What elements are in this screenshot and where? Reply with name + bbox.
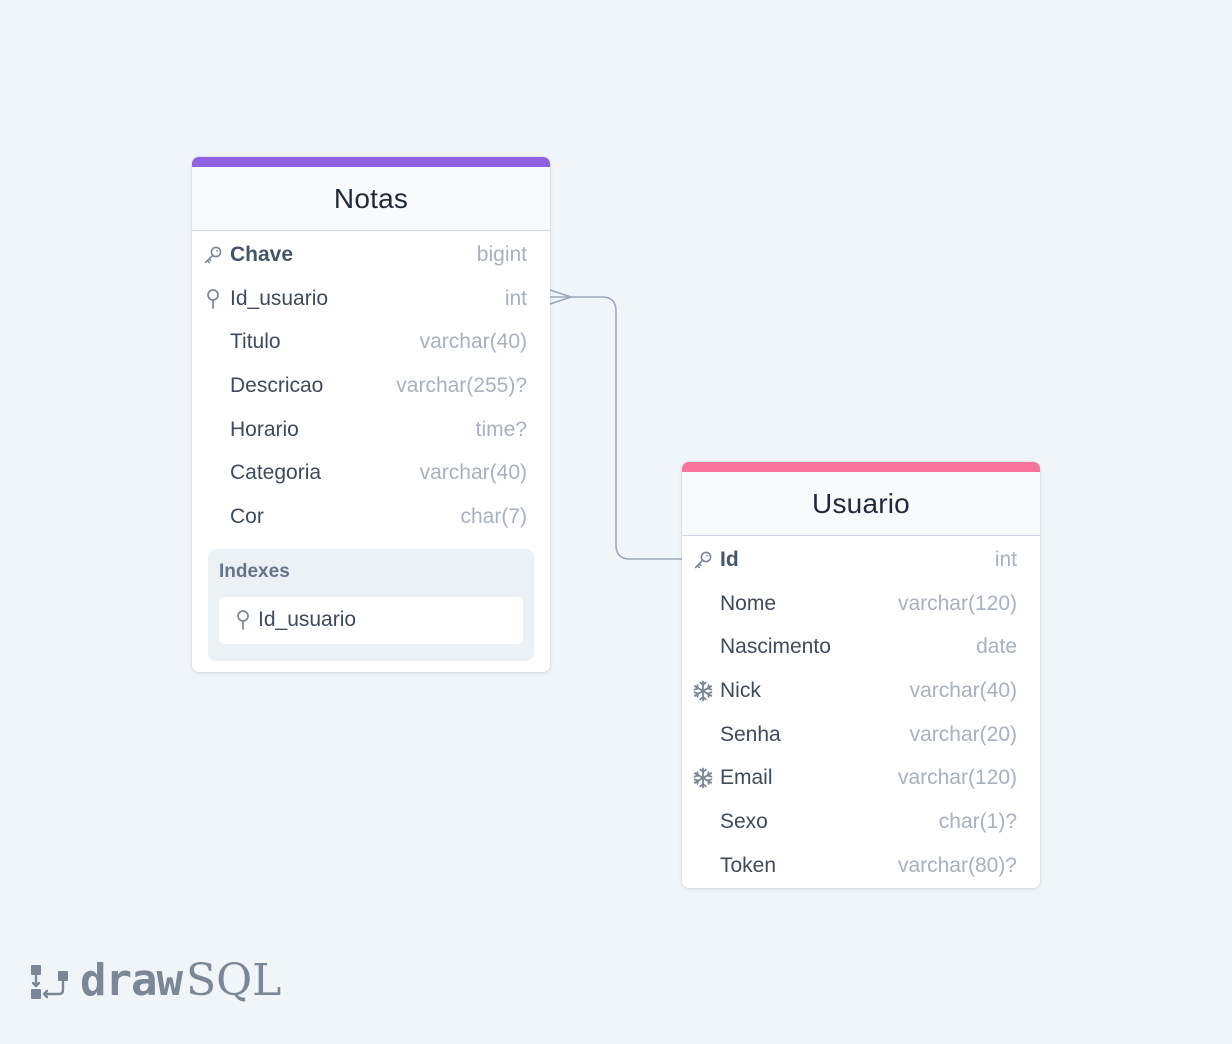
column-name: Cor: [230, 504, 264, 528]
drawsql-logo: draw SQL: [30, 954, 281, 1006]
brand-sql-text: SQL: [185, 954, 282, 1006]
column-type: time?: [475, 417, 527, 441]
column-name: Nascimento: [720, 635, 831, 659]
column-name: Sexo: [720, 809, 768, 833]
brand-draw-text: draw: [80, 954, 183, 1006]
column-name: Nome: [720, 591, 777, 615]
table-header[interactable]: Usuario: [682, 472, 1040, 536]
column-name: Chave: [230, 242, 294, 266]
table-header[interactable]: Notas: [192, 167, 550, 231]
column-row-id[interactable]: Id int: [682, 538, 1040, 582]
column-name: Email: [720, 766, 773, 790]
indexes-title: Indexes: [219, 560, 290, 582]
table-title: Notas: [333, 182, 409, 214]
table-title: Usuario: [812, 487, 910, 519]
key-icon: [202, 244, 224, 266]
column-name: Nick: [720, 678, 761, 702]
column-row-cor[interactable]: Cor char(7): [192, 495, 550, 539]
column-name: Horario: [230, 417, 299, 441]
column-name: Token: [720, 853, 777, 877]
table-accent-bar: [192, 157, 550, 167]
unique-icon: [692, 680, 714, 702]
column-type: varchar(20): [909, 722, 1017, 746]
column-type: varchar(80)?: [897, 853, 1017, 877]
column-type: varchar(40): [419, 461, 527, 485]
column-type: char(1)?: [938, 809, 1017, 833]
column-type: int: [994, 547, 1017, 571]
column-type: varchar(40): [419, 330, 527, 354]
index-list: Id_usuario: [219, 596, 523, 644]
column-row-email[interactable]: Email varchar(120): [682, 756, 1040, 800]
drawsql-logo-icon: [31, 965, 68, 999]
column-row-descricao[interactable]: Descricao varchar(255)?: [192, 364, 550, 408]
column-row-id_usuario[interactable]: Id_usuario int: [192, 277, 550, 321]
indexes-section: Indexes Id_usuario: [208, 548, 534, 661]
column-row-horario[interactable]: Horario time?: [192, 408, 550, 452]
column-row-nick[interactable]: Nick varchar(40): [682, 669, 1040, 713]
index-icon: [202, 288, 224, 310]
column-row-nome[interactable]: Nome varchar(120): [682, 582, 1040, 626]
column-type: varchar(255)?: [396, 373, 527, 397]
column-name: Id: [720, 547, 739, 571]
column-row-nascimento[interactable]: Nascimento date: [682, 625, 1040, 669]
unique-icon: [692, 767, 714, 789]
column-row-token[interactable]: Token varchar(80)?: [682, 844, 1040, 888]
column-type: varchar(40): [909, 678, 1017, 702]
index-icon: [233, 609, 253, 631]
column-row-categoria[interactable]: Categoria varchar(40): [192, 451, 550, 495]
column-type: bigint: [476, 242, 527, 266]
column-row-senha[interactable]: Senha varchar(20): [682, 713, 1040, 757]
column-type: char(7): [460, 504, 527, 528]
column-row-sexo[interactable]: Sexo char(1)?: [682, 800, 1040, 844]
column-row-chave[interactable]: Chave bigint: [192, 233, 550, 277]
column-row-titulo[interactable]: Titulo varchar(40): [192, 320, 550, 364]
column-name: Senha: [720, 722, 781, 746]
column-name: Titulo: [230, 330, 281, 354]
column-type: date: [976, 635, 1017, 659]
column-type: varchar(120): [897, 766, 1017, 790]
column-name: Id_usuario: [230, 286, 329, 310]
index-label: Id_usuario: [258, 608, 357, 632]
table-accent-bar: [682, 462, 1040, 472]
column-name: Descricao: [230, 373, 324, 397]
column-type: int: [504, 286, 527, 310]
key-icon: [692, 549, 714, 571]
index-item[interactable]: Id_usuario: [219, 596, 523, 644]
column-name: Categoria: [230, 461, 322, 485]
column-type: varchar(120): [897, 591, 1017, 615]
